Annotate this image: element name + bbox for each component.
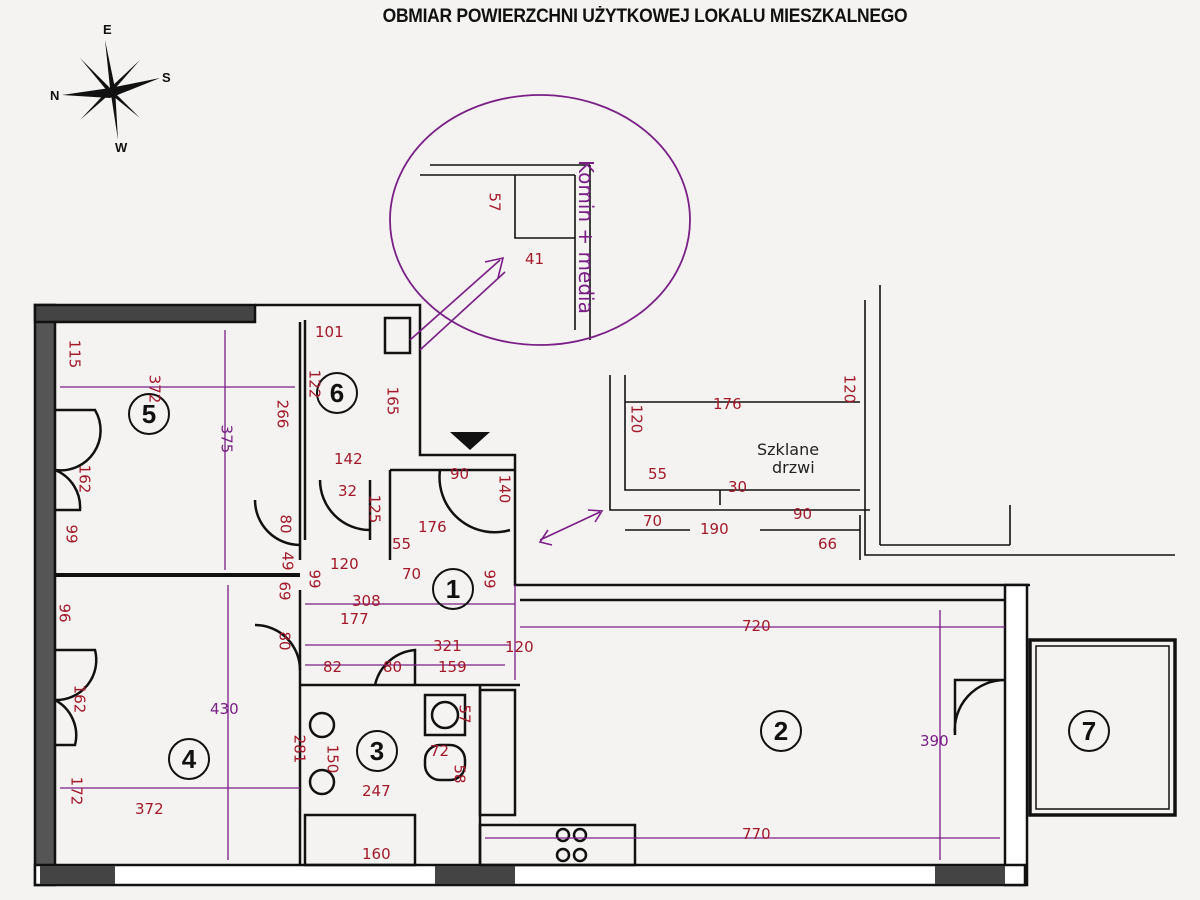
balcony-outline <box>1028 638 1177 817</box>
dimension-label-h-120b: 120 <box>505 638 534 656</box>
compass-south: S <box>162 70 171 85</box>
dimension-label-r6-142: 142 <box>334 450 363 468</box>
dimension-label-r5-372: 372 <box>145 374 164 404</box>
top-exterior-wall <box>33 303 257 324</box>
dimension-label-r4-162: 162 <box>70 684 89 714</box>
chimney-circle-annotation <box>389 94 691 346</box>
compass-east: E <box>103 22 112 37</box>
dimension-label-h-80b: 80 <box>275 631 294 651</box>
dimension-label-ax-190: 190 <box>700 520 729 538</box>
page-title: OBMIAR POWIERZCHNI UŻYTKOWEJ LOKALU MIES… <box>382 6 908 27</box>
dimension-label-h-69: 69 <box>275 581 294 601</box>
dimension-label-r3-58: 58 <box>450 764 469 784</box>
dimension-label-r6-122: 122 <box>305 369 324 399</box>
dimension-label-r5-266: 266 <box>273 399 292 429</box>
dimension-label-h-99a: 99 <box>305 569 324 589</box>
dimension-label-r5-115: 115 <box>65 339 84 369</box>
dimension-label-r6-32: 32 <box>338 482 358 500</box>
dimension-label-h-159: 159 <box>438 658 467 676</box>
dimension-label-r3-281: 281 <box>290 734 309 764</box>
dimension-label-r2-770: 770 <box>742 825 771 843</box>
dimension-label-r3-72: 72 <box>430 742 450 760</box>
dimension-label-r5-162: 162 <box>75 464 94 494</box>
dimension-label-r3-150: 150 <box>323 744 342 774</box>
arrows <box>409 256 604 546</box>
dimension-label-h-70: 70 <box>402 565 422 583</box>
dimension-label-ax-55: 55 <box>648 465 668 483</box>
dimension-label-r5-375: 375 <box>217 424 236 454</box>
dimension-label-ax-176: 176 <box>713 395 742 413</box>
room-3-marker: 3 <box>356 730 398 772</box>
dimension-label-r6-165: 165 <box>383 386 402 416</box>
dimension-label-h-125: 125 <box>365 494 384 524</box>
dimension-label-sk-57: 57 <box>485 192 504 212</box>
room-7-marker: 7 <box>1068 710 1110 752</box>
dimension-label-r4-430: 430 <box>210 700 239 718</box>
dimension-label-r6-101: 101 <box>315 323 344 341</box>
dimension-label-r5-99: 99 <box>62 524 81 544</box>
dimension-label-h-80a: 80 <box>276 514 295 534</box>
compass-west: W <box>115 140 128 155</box>
dimension-label-ax-90: 90 <box>793 505 813 523</box>
room-2-marker: 2 <box>760 710 802 752</box>
dimension-label-r3-247: 247 <box>362 782 391 800</box>
dimension-label-h-90: 90 <box>450 465 470 483</box>
dimension-label-ax-70: 70 <box>643 512 663 530</box>
corridor-wall <box>255 303 1030 587</box>
glass-door-note-2: drzwi <box>772 458 815 477</box>
dimension-label-h-176: 176 <box>418 518 447 536</box>
dimension-label-h-120: 120 <box>330 555 359 573</box>
dimension-label-r4-96: 96 <box>55 603 74 623</box>
dimension-label-ax-30: 30 <box>728 478 748 496</box>
glass-door-note-1: Szklane <box>757 440 820 459</box>
dimension-label-h-308: 308 <box>352 592 381 610</box>
dimension-label-ax-120a: 120 <box>627 404 646 434</box>
dimension-label-h-82: 82 <box>323 658 343 676</box>
dimension-label-h-80c: 80 <box>383 658 403 676</box>
bottom-exterior-wall <box>33 863 1027 887</box>
dimension-label-h-177: 177 <box>340 610 369 628</box>
dimension-label-h-55: 55 <box>392 535 412 553</box>
dimension-label-h-49: 49 <box>278 551 297 571</box>
dimension-lines <box>60 330 1005 860</box>
compass-rose-icon <box>62 40 160 140</box>
dimension-label-r4-372: 372 <box>135 800 164 818</box>
walls <box>33 303 1177 887</box>
compass-north: N <box>50 88 60 103</box>
dimension-label-ax-66: 66 <box>818 535 838 553</box>
left-exterior-wall <box>33 303 57 887</box>
room-4-marker: 4 <box>168 738 210 780</box>
room-5-marker: 5 <box>128 393 170 435</box>
dimension-label-r2-720: 720 <box>742 617 771 635</box>
dimension-label-h-99b: 99 <box>480 569 499 589</box>
dimension-label-sk-41: 41 <box>525 250 545 268</box>
entrance-triangle-icon <box>450 432 490 450</box>
room-6-marker: 6 <box>316 372 358 414</box>
dimension-label-r4-172: 172 <box>67 776 86 806</box>
room-1-marker: 1 <box>432 568 474 610</box>
dimension-label-ax-120b: 120 <box>840 374 859 404</box>
annex-sketch <box>420 164 1175 560</box>
right-exterior-wall <box>1003 583 1029 887</box>
dimension-label-h-140: 140 <box>495 474 514 504</box>
chimney-note: Komin + media <box>574 160 598 314</box>
dimension-label-r3-57: 57 <box>455 704 474 724</box>
dimension-label-r3-160: 160 <box>362 845 391 863</box>
dimension-label-r2-390: 390 <box>920 732 949 750</box>
dimension-label-h-321: 321 <box>433 637 462 655</box>
